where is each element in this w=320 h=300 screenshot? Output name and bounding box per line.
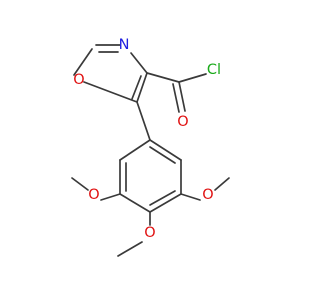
bond-o4-me [117, 241, 143, 257]
atom-label-carbonyl-o: O [177, 114, 188, 130]
bonds [71, 44, 230, 257]
bond-c6-o2-double [172, 83, 180, 113]
bond-ar4-ar5-inner [149, 190, 176, 206]
bond-c5-o1 [83, 81, 138, 103]
bond-ar1-ar2 [119, 139, 151, 161]
bond-o5-me [214, 177, 230, 191]
bond-c4-c6 [146, 72, 180, 83]
bond-ar6-ar1-inner [149, 146, 176, 164]
atom-label-n: N [119, 37, 130, 53]
bond-o1-c2 [73, 48, 93, 76]
bond-ar4-ar5 [149, 193, 182, 213]
atom-label-cl: Cl [207, 62, 221, 78]
bond-ar3-ar4 [119, 193, 151, 213]
bond-ar6-ar1 [149, 139, 182, 161]
atom-label-methoxy-o-left: O [88, 187, 99, 203]
bond-o3-me [71, 177, 89, 191]
bond-c4-c5 [136, 72, 148, 103]
bond-c4-c5-double [131, 75, 142, 100]
bond-c5-ar1 [136, 101, 151, 141]
bond-ar3-o3 [100, 193, 121, 201]
bond-c6-o2 [178, 81, 186, 112]
atom-label-methoxy-o-bottom: O [144, 225, 155, 241]
bond-c6-cl [178, 73, 207, 83]
atom-labels: N O Cl O O O O [73, 37, 221, 241]
bond-n3-c4 [130, 52, 148, 74]
molecule-diagram: N O Cl O O O O [71, 37, 230, 257]
bond-ar5-o5 [180, 193, 201, 201]
atom-label-methoxy-o-right: O [202, 187, 213, 203]
atom-label-ring-o: O [73, 72, 84, 88]
